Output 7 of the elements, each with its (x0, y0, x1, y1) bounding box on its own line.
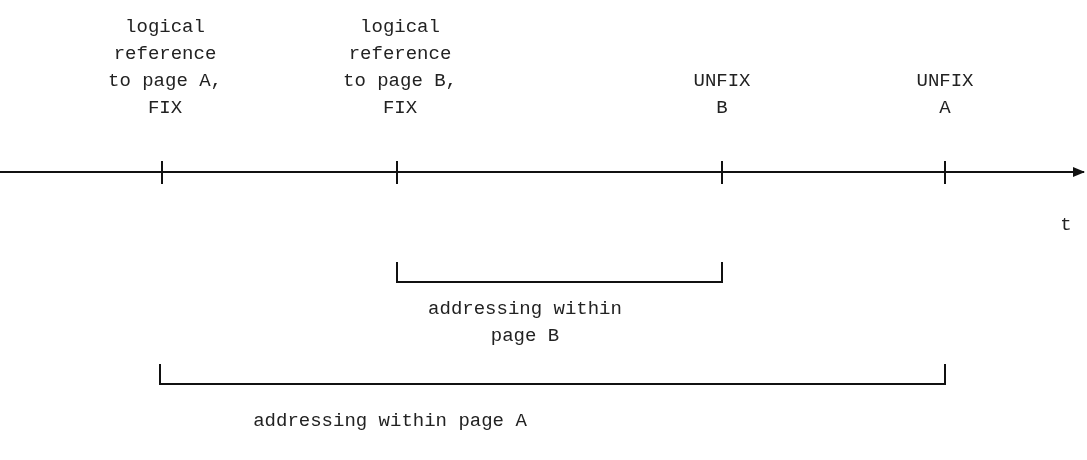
axis-label: UNFIX B (692, 69, 752, 121)
axis-label: logical reference to page B, FIX (342, 15, 458, 121)
axis-label: addressing within page B (427, 297, 623, 349)
axis-label: logical reference to page A, FIX (107, 15, 223, 121)
axis-label: addressing within page A (252, 409, 528, 434)
axis-label: t (1059, 213, 1073, 238)
axis-label: UNFIX A (915, 69, 975, 121)
